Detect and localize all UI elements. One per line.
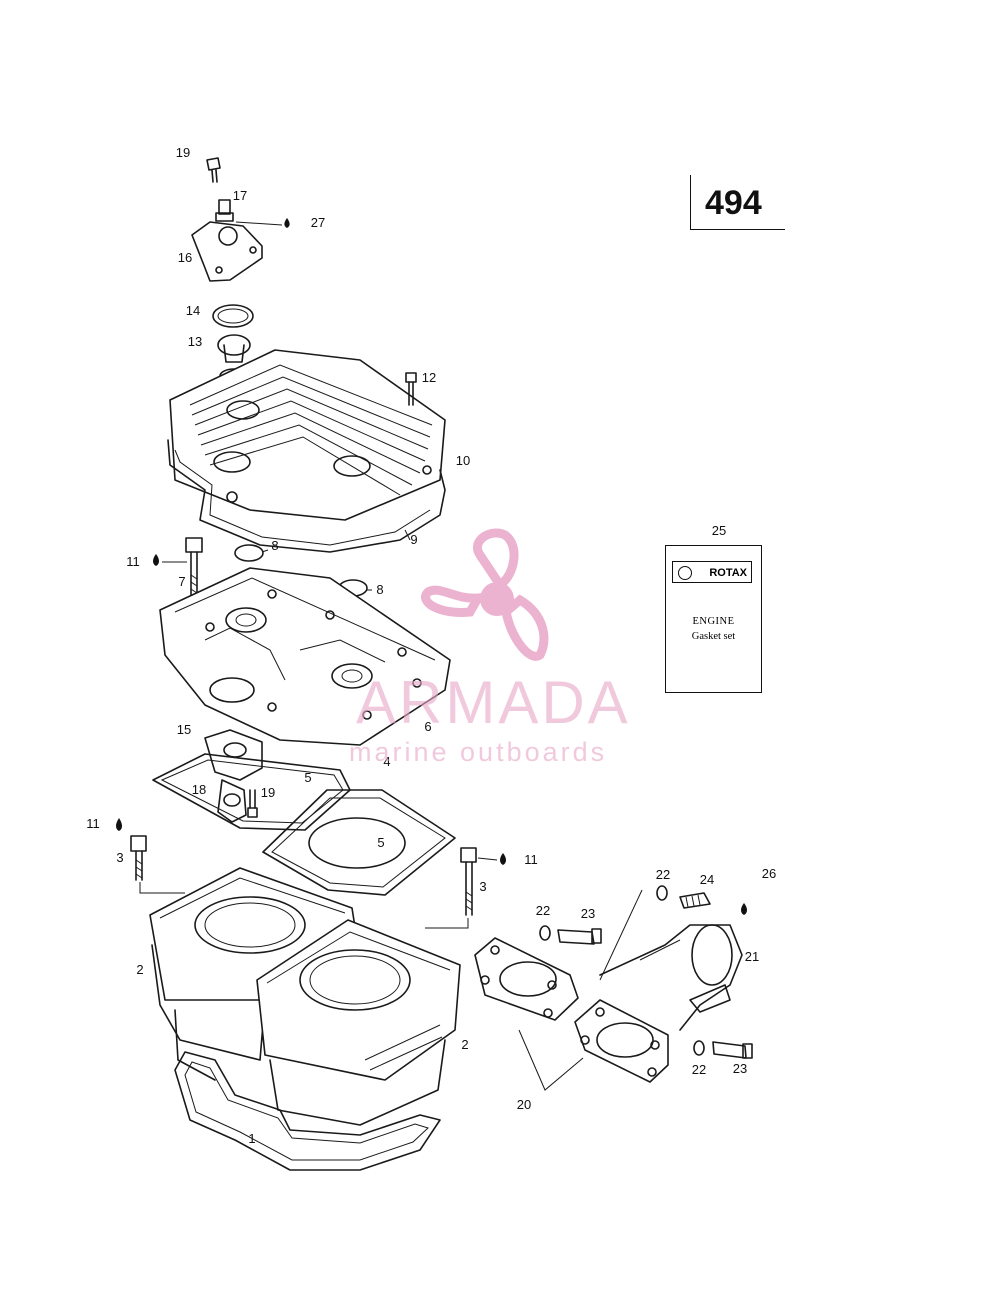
rotax-logo-icon xyxy=(678,566,692,580)
callout-6: 6 xyxy=(424,719,431,734)
callout-15: 15 xyxy=(177,722,191,737)
callout-23: 23 xyxy=(581,906,595,921)
callout-13: 13 xyxy=(188,334,202,349)
callout-5: 5 xyxy=(304,770,311,785)
washer-22-mid xyxy=(539,925,551,941)
propeller-logo-icon xyxy=(421,528,549,661)
bolt-3-right xyxy=(460,847,477,916)
booklet-brand-label: ROTAX xyxy=(672,561,752,583)
seal-ring-14 xyxy=(212,304,254,328)
booklet-brand-text: ROTAX xyxy=(709,567,747,579)
callout-8: 8 xyxy=(271,538,278,553)
callout-11: 11 xyxy=(86,816,100,831)
washer-22-top xyxy=(656,885,668,901)
screw-23-mid xyxy=(557,928,602,945)
head-gasket-4-left xyxy=(152,753,351,831)
callout-5: 5 xyxy=(377,835,384,850)
watermark-subtitle: marine outboards xyxy=(349,737,608,767)
callout-16: 16 xyxy=(178,250,192,265)
bolt-3-left xyxy=(130,835,147,881)
callout-14: 14 xyxy=(186,303,200,318)
callout-21: 21 xyxy=(745,949,759,964)
bolt-19-top xyxy=(206,157,221,183)
booklet-line-gasket-set: Gasket set xyxy=(691,631,736,642)
gasket-set-booklet: ROTAX ENGINE Gasket set xyxy=(665,545,762,693)
reference-box xyxy=(690,175,785,230)
bolt-12 xyxy=(405,372,417,406)
callout-27: 27 xyxy=(311,215,325,230)
callout-2: 2 xyxy=(136,962,143,977)
head-cover-10 xyxy=(169,349,446,521)
callout-2: 2 xyxy=(461,1037,468,1052)
callout-22: 22 xyxy=(692,1062,706,1077)
base-gasket-1 xyxy=(174,1051,441,1171)
exhaust-gasket-20-upper xyxy=(474,937,579,1021)
callout-4: 4 xyxy=(383,754,390,769)
callout-26: 26 xyxy=(762,866,776,881)
reference-number: 494 xyxy=(705,184,762,222)
bolt-19-lower xyxy=(247,789,258,818)
callout-23: 23 xyxy=(733,1061,747,1076)
callout-3: 3 xyxy=(116,850,123,865)
callout-19: 19 xyxy=(261,785,275,800)
callout-19: 19 xyxy=(176,145,190,160)
callout-10: 10 xyxy=(456,453,470,468)
callout-11: 11 xyxy=(524,852,538,867)
head-gasket-5 xyxy=(262,789,456,896)
callout-3: 3 xyxy=(479,879,486,894)
callout-7: 7 xyxy=(178,574,185,589)
booklet-line-engine: ENGINE xyxy=(692,616,735,627)
screw-23-low xyxy=(712,1041,753,1059)
callout-22: 22 xyxy=(536,903,550,918)
sealant-drop-26 xyxy=(741,903,747,915)
callout-12: 12 xyxy=(422,370,436,385)
thermostat-housing-16 xyxy=(191,221,263,282)
gasket-9 xyxy=(167,439,446,553)
washer-22-low xyxy=(693,1040,705,1056)
exhaust-manifold-21 xyxy=(599,924,743,1031)
o-ring-8-left xyxy=(234,544,264,562)
callout-11: 11 xyxy=(126,554,140,569)
cylinder-2-right xyxy=(256,919,461,1126)
callout-8: 8 xyxy=(376,582,383,597)
cylinder-head-6 xyxy=(159,567,451,746)
callout-22: 22 xyxy=(656,867,670,882)
callout-25: 25 xyxy=(712,523,726,538)
callout-20: 20 xyxy=(517,1097,531,1112)
plug-24 xyxy=(679,892,711,909)
fitting-17 xyxy=(215,199,234,222)
exhaust-gasket-20-lower xyxy=(574,999,669,1083)
callout-17: 17 xyxy=(233,188,247,203)
callout-1: 1 xyxy=(248,1131,255,1146)
callout-9: 9 xyxy=(410,532,417,547)
water-outlet-15 xyxy=(204,729,263,781)
watermark-brand-name: ARMADA xyxy=(356,669,631,736)
callout-18: 18 xyxy=(192,782,206,797)
callout-24: 24 xyxy=(700,872,714,887)
